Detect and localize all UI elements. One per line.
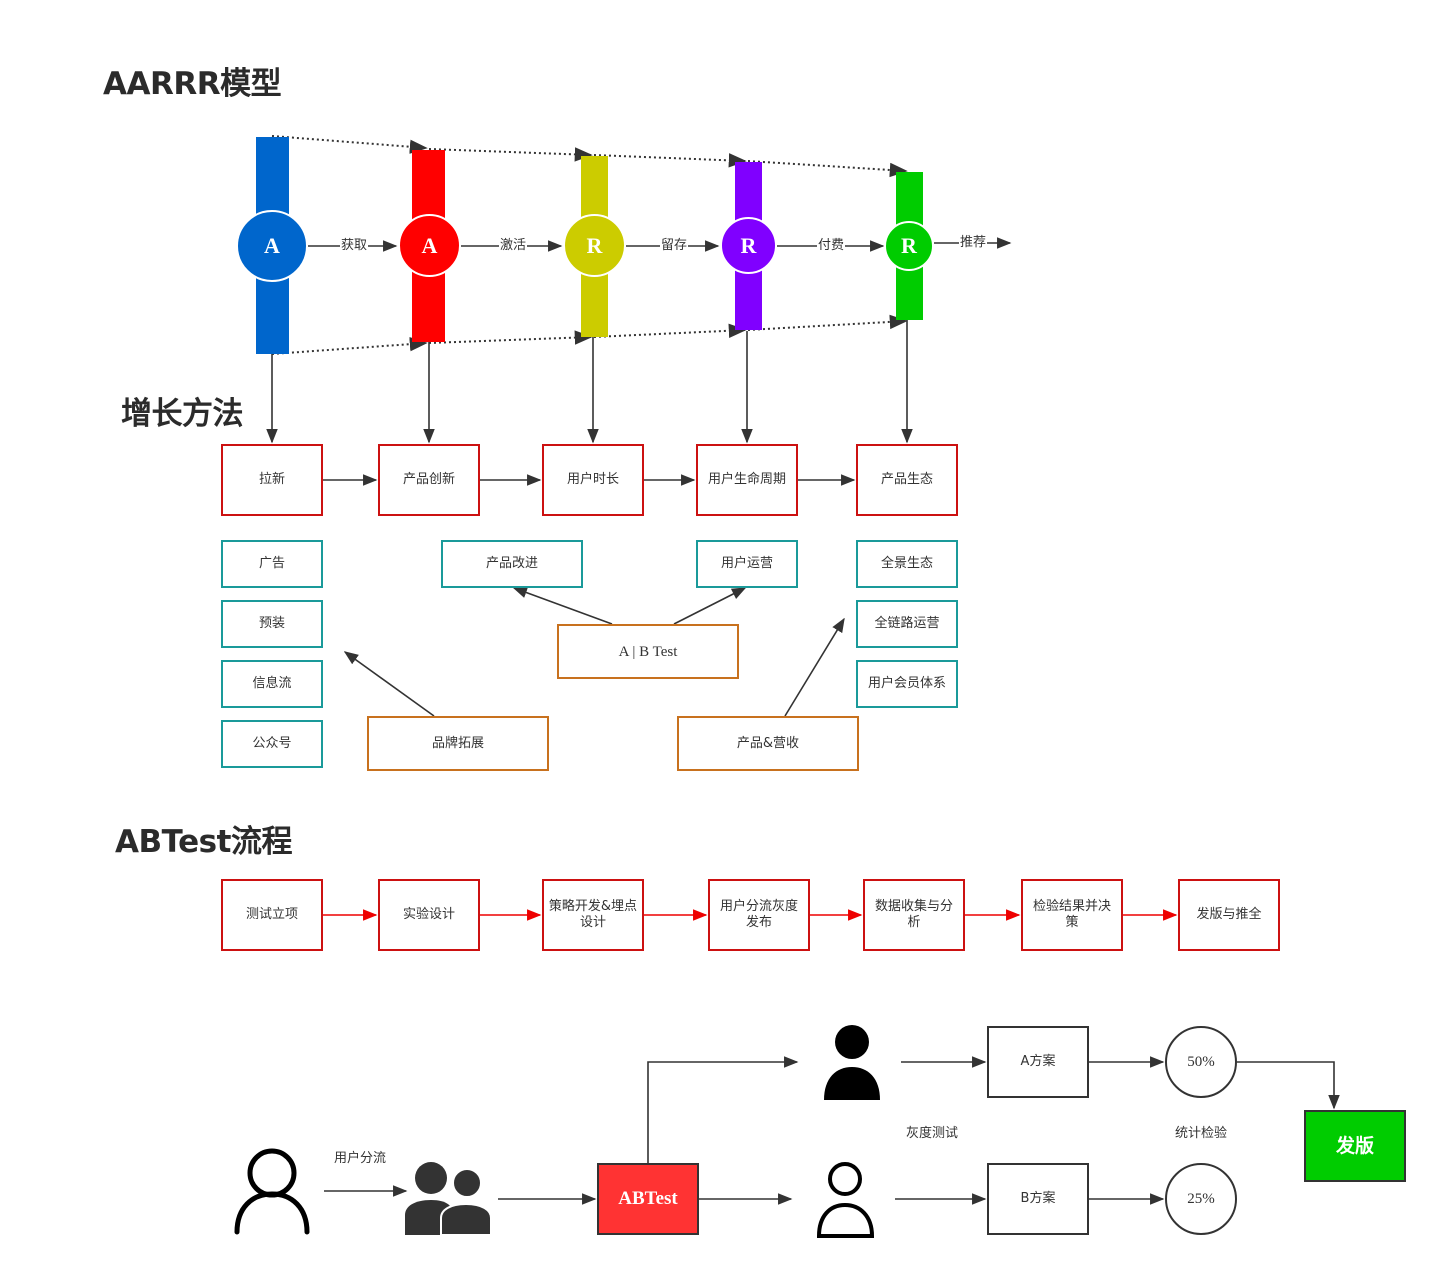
split-label: 用户分流 (333, 1151, 388, 1167)
stage-circle-referral: R (884, 221, 934, 271)
stage-circle-retention: R (563, 214, 626, 277)
flow-step-4: 用户分流灰度发布 (708, 879, 810, 951)
ab-test-box: A | B Test (557, 624, 739, 679)
product-improve-box: 产品改进 (441, 540, 583, 588)
abtest-center-box: ABTest (597, 1163, 699, 1235)
user-ops-box: 用户运营 (696, 540, 798, 588)
channel-preinstall: 预装 (221, 600, 323, 648)
channel-official-account: 公众号 (221, 720, 323, 768)
flow-step-6: 检验结果并决策 (1021, 879, 1123, 951)
eco-panorama: 全景生态 (856, 540, 958, 588)
growth-heading: 增长方法 (121, 396, 244, 432)
stage-circle-activation: A (398, 214, 461, 277)
growth-box-user-duration: 用户时长 (542, 444, 644, 516)
aarrr-heading: AARRR模型 (103, 66, 282, 102)
growth-box-product-ecosystem: 产品生态 (856, 444, 958, 516)
flow-step-3: 策略开发&埋点设计 (542, 879, 644, 951)
growth-box-new-users: 拉新 (221, 444, 323, 516)
eco-membership: 用户会员体系 (856, 660, 958, 708)
plan-b-box: B方案 (987, 1163, 1089, 1235)
channel-ads: 广告 (221, 540, 323, 588)
release-box: 发版 (1304, 1110, 1406, 1182)
stage-circle-acquisition: A (236, 210, 308, 282)
user-outline-small-icon (816, 1162, 875, 1238)
transition-label-activate: 激活 (499, 238, 528, 254)
growth-box-user-lifecycle: 用户生命周期 (696, 444, 798, 516)
eco-full-chain: 全链路运营 (856, 600, 958, 648)
abtest-heading: ABTest流程 (115, 824, 292, 860)
channel-feed: 信息流 (221, 660, 323, 708)
flow-step-7: 发版与推全 (1178, 879, 1280, 951)
flow-step-2: 实验设计 (378, 879, 480, 951)
plan-a-box: A方案 (987, 1026, 1089, 1098)
pct-a-circle: 50% (1165, 1026, 1237, 1098)
product-revenue-box: 产品&营收 (677, 716, 859, 771)
flow-step-5: 数据收集与分析 (863, 879, 965, 951)
user-group-icon (405, 1162, 492, 1236)
transition-label-acquire: 获取 (340, 238, 369, 254)
user-outline-icon (234, 1148, 310, 1235)
user-filled-icon (824, 1025, 880, 1100)
flow-step-1: 测试立项 (221, 879, 323, 951)
stat-test-label: 统计检验 (1174, 1126, 1229, 1142)
gray-test-label: 灰度测试 (905, 1126, 960, 1142)
transition-label-retain: 留存 (660, 238, 689, 254)
pct-b-circle: 25% (1165, 1163, 1237, 1235)
transition-label-refer: 推荐 (959, 235, 988, 251)
brand-expand-box: 品牌拓展 (367, 716, 549, 771)
stage-circle-revenue: R (720, 217, 777, 274)
growth-box-product-innovation: 产品创新 (378, 444, 480, 516)
transition-label-pay: 付费 (817, 238, 846, 254)
